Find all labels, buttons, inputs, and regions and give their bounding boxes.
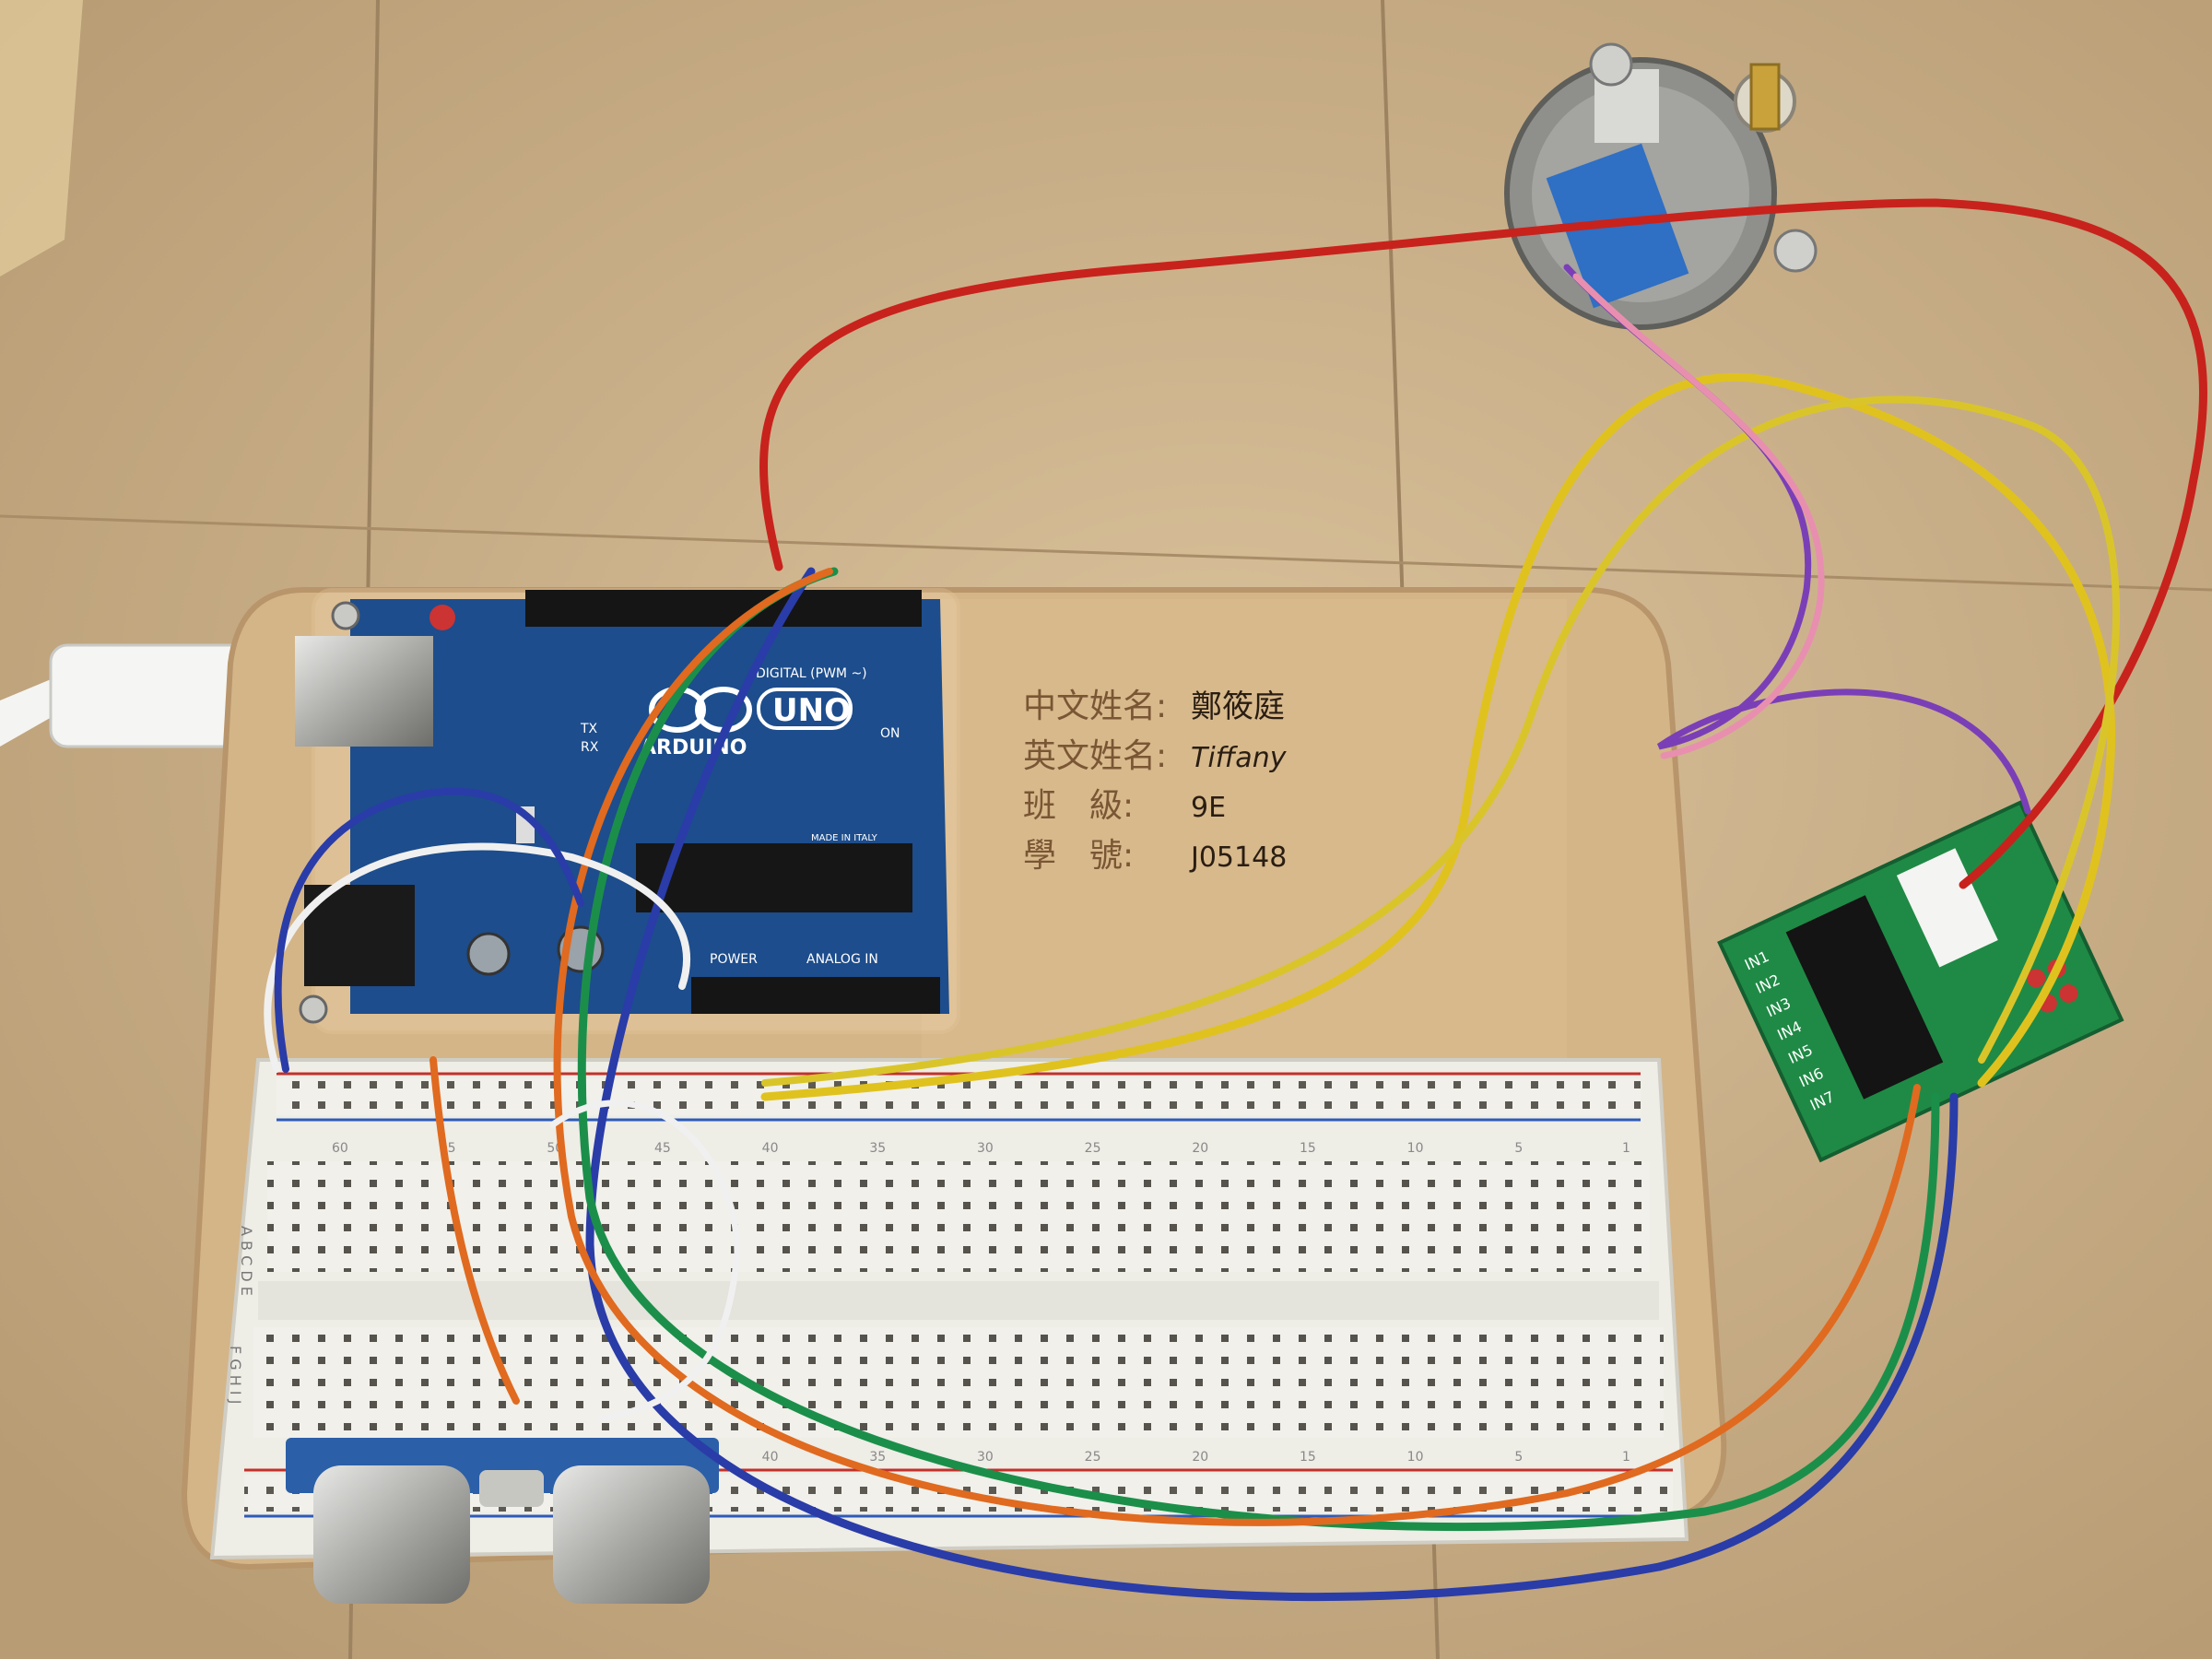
wire-blue: [274, 787, 584, 1073]
student-label-card: 中文姓名: 鄭筱庭 英文姓名: Tiffany 班 級: 9E 學 號: J05…: [1023, 688, 1288, 875]
column-number: 35: [869, 1141, 886, 1156]
motor-socket: [1896, 848, 1998, 968]
analog-label: ANALOG IN: [806, 952, 878, 967]
column-number: 35: [869, 1450, 886, 1465]
power-label: POWER: [710, 952, 758, 967]
wire-orange: [429, 1056, 520, 1405]
column-number: 30: [977, 1141, 994, 1156]
made-in-label: MADE IN ITALY: [811, 833, 878, 843]
board-brand: ARDUINO: [641, 736, 747, 759]
column-number: 10: [1407, 1450, 1424, 1465]
tx-label: TX: [580, 722, 598, 736]
label-key-chinese-name: 中文姓名:: [1023, 688, 1167, 725]
label-value-english-name: Tiffany: [1191, 742, 1288, 774]
base-panel: [922, 599, 1567, 1078]
on-led-label: ON: [880, 726, 900, 741]
usb-port: [295, 636, 433, 747]
atmega-chip: [636, 843, 912, 912]
floor-seam: [0, 514, 2212, 592]
floor-highlight: [0, 0, 83, 276]
wire-white: [549, 1100, 741, 1423]
column-number: 15: [1300, 1450, 1316, 1465]
column-number: 40: [762, 1450, 779, 1465]
sensor-transducer: [553, 1465, 710, 1604]
rx-label: RX: [581, 740, 599, 755]
label-value-student-id: J05148: [1189, 841, 1287, 874]
column-number: 15: [1300, 1141, 1316, 1156]
sensor-transducer: [313, 1465, 470, 1604]
wire-blue: [585, 567, 1959, 1602]
ultrasonic-sensor: [286, 1438, 719, 1604]
arduino-uno-board: ARDUINO UNO DIGITAL (PWM ~) POWER ANALOG…: [295, 588, 960, 1034]
column-number: 5: [1514, 1141, 1523, 1156]
row-letters-top: A B C D E: [238, 1226, 255, 1296]
wire-bundle: [1572, 273, 1825, 759]
column-number: 25: [1085, 1141, 1101, 1156]
wire-yellow: [760, 372, 2116, 1101]
column-number: 5: [1514, 1450, 1523, 1465]
label-key-class: 班 級:: [1023, 787, 1134, 825]
label-value-chinese-name: 鄭筱庭: [1191, 688, 1285, 725]
center-channel: [258, 1281, 1659, 1320]
motor-mount-tab: [1589, 42, 1633, 87]
column-number: 45: [654, 1141, 671, 1156]
row-letters-bottom: F G H I J: [227, 1346, 244, 1404]
column-number: 10: [1407, 1141, 1424, 1156]
column-number: 1: [1622, 1141, 1630, 1156]
sensor-crystal: [479, 1470, 544, 1507]
label-value-class: 9E: [1191, 792, 1226, 824]
wire-orange: [553, 568, 1921, 1526]
column-number: 60: [332, 1141, 348, 1156]
terminal-strip-top: [267, 1161, 1650, 1272]
board-model: UNO: [772, 692, 851, 729]
column-number: 40: [762, 1141, 779, 1156]
label-key-student-id: 學 號:: [1023, 837, 1134, 875]
power-analog-header: [691, 977, 940, 1014]
wire-red: [759, 198, 2208, 889]
mount-screw: [299, 994, 328, 1024]
motor-mount-tab: [1773, 229, 1818, 273]
label-key-english-name: 英文姓名:: [1023, 737, 1167, 775]
mount-screw: [331, 601, 360, 630]
column-number: 30: [977, 1450, 994, 1465]
wire-yellow: [761, 395, 2121, 1087]
reset-button: [429, 605, 455, 630]
column-number: 20: [1192, 1141, 1208, 1156]
top-power-rail: [276, 1078, 1641, 1115]
column-number: 1: [1622, 1450, 1630, 1465]
motor-shaft: [1749, 63, 1781, 131]
capacitor: [466, 932, 511, 976]
column-number: 25: [1085, 1450, 1101, 1465]
wire-green: [577, 567, 1940, 1532]
column-number: 20: [1192, 1450, 1208, 1465]
terminal-strip-bottom: [253, 1327, 1664, 1438]
jumper-wires: [264, 198, 2208, 1602]
uln2003-chip: [1785, 895, 1944, 1100]
digital-header-label: DIGITAL (PWM ~): [756, 666, 867, 681]
stepper-motor: [1504, 42, 1818, 330]
digital-header: [525, 590, 922, 627]
